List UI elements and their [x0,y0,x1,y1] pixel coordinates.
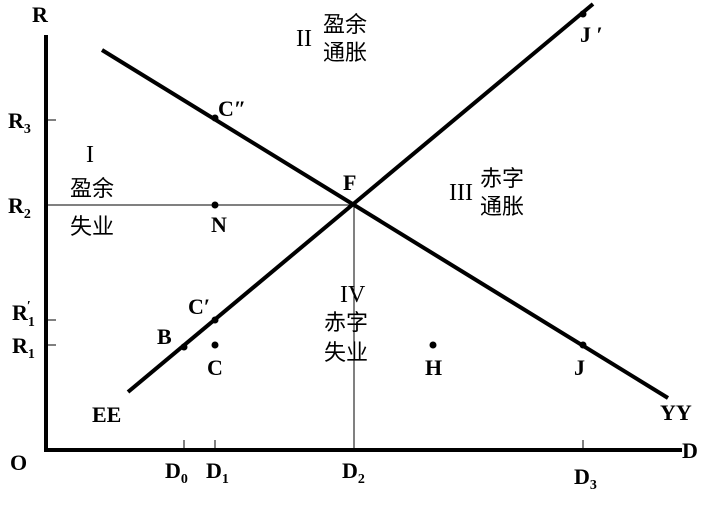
points [180,10,587,351]
region-2: II 盈余 通胀 [296,13,367,66]
svg-text:II: II [296,26,312,52]
tick-r3: R3 [8,108,31,137]
x-ticks: D0 D1 D2 D3 [165,440,597,493]
tick-d1: D1 [206,458,229,487]
label-c: C [207,355,223,380]
label-n: N [211,212,227,237]
region-4: IV 赤字 失业 [324,282,368,366]
y-ticks: R3 R2 R1′ R1 [8,108,56,362]
point-j-prime [579,10,587,18]
svg-text:III: III [449,180,473,206]
svg-text:失业: 失业 [70,215,114,240]
tick-r2: R2 [8,193,31,222]
point-b [180,343,188,351]
tick-r1: R1 [12,333,35,362]
point-c-prime [211,316,219,324]
point-n [211,201,219,209]
x-axis-label: D [682,438,698,463]
svg-text:赤字: 赤字 [480,167,524,192]
svg-text:IV: IV [340,282,366,308]
point-c-double-prime [211,114,219,122]
tick-d3: D3 [574,464,597,493]
svg-text:通胀: 通胀 [323,41,367,66]
y-axis-label: R [32,2,49,27]
tick-d0: D0 [165,458,188,487]
label-b: B [157,324,172,349]
point-c [211,341,219,349]
svg-text:通胀: 通胀 [480,195,524,220]
label-f: F [343,170,356,195]
ee-line [126,2,595,394]
svg-text:赤字: 赤字 [324,311,368,336]
label-c-double-prime: C″ [218,96,246,121]
svg-text:盈余: 盈余 [323,13,367,38]
point-j [579,341,587,349]
tick-r1-prime: R1′ [12,299,35,330]
yy-line [100,48,670,400]
svg-text:I: I [86,142,94,168]
tick-d2: D2 [342,458,365,487]
point-h [429,341,437,349]
label-h: H [425,355,442,380]
region-3: III 赤字 通胀 [449,167,524,220]
label-c-prime: C′ [188,294,210,319]
svg-text:失业: 失业 [324,341,368,366]
label-j-prime: J ′ [580,22,603,47]
svg-text:盈余: 盈余 [70,177,114,202]
label-j: J [574,355,585,380]
yy-label: YY [660,400,692,425]
origin-label: O [10,450,27,475]
region-1: I 盈余 失业 [70,142,114,240]
ee-label: EE [92,402,121,427]
